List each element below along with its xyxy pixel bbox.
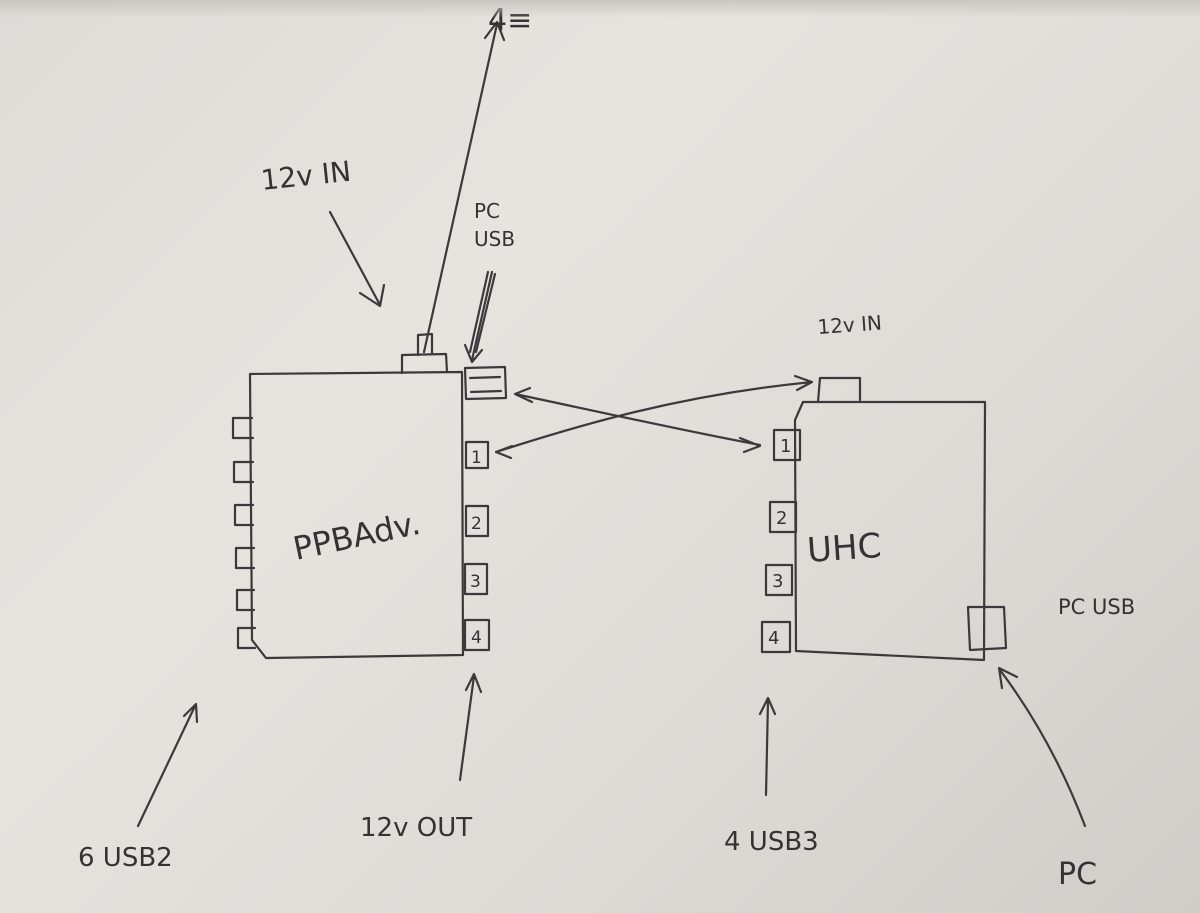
ppb-port-3-frame	[463, 562, 489, 596]
label-pc: PC	[1058, 857, 1097, 892]
usb2-port	[235, 588, 256, 612]
usb2-port	[232, 460, 255, 484]
uhc-port-2-label: 2	[776, 508, 787, 529]
ppb-port-3-label: 3	[470, 572, 481, 592]
uhc-usb3-ports	[760, 428, 802, 654]
arrow-pc-usb-top-shaft	[468, 270, 497, 354]
label-12v-out: 12v OUT	[360, 813, 472, 843]
ppb-usb2-ports	[231, 416, 257, 650]
arrow-12v-out	[458, 672, 483, 782]
usb2-port	[233, 503, 255, 527]
usb2-port	[236, 626, 257, 650]
arrow-4-usb3	[758, 696, 777, 797]
uhc-pc-usb-connector	[966, 605, 1008, 652]
label-12v-in-right: 12v IN	[817, 311, 883, 339]
uhc-12v-in-connector	[816, 376, 862, 404]
arrow-top-to-12v	[422, 20, 506, 354]
ppb-port-1-frame	[464, 440, 490, 470]
ppb-port-4-label: 4	[471, 628, 482, 648]
arrow-pc	[997, 666, 1087, 828]
uhc-name: UHC	[806, 526, 883, 571]
ppb-12v-in-tab	[416, 332, 434, 357]
ppb-box	[248, 370, 465, 660]
uhc-port-3-frame	[764, 563, 794, 597]
ppb-12v-in-connector	[400, 352, 449, 375]
ppb-port-2-label: 2	[471, 514, 482, 534]
ppb-port-4-frame	[463, 618, 491, 652]
link-port1-to-uhc-12v	[494, 374, 814, 460]
usb2-port	[234, 546, 256, 570]
link-pcusb-to-uhc-port1	[513, 386, 762, 454]
arrow-12v-in	[328, 210, 386, 308]
label-pc-top: PC	[474, 199, 500, 223]
label-4-usb3: 4 USB3	[724, 827, 819, 857]
ppb-port-2-frame	[464, 504, 490, 538]
arrow-6-usb2	[136, 702, 199, 828]
ppb-pc-usb-connector	[463, 365, 508, 401]
uhc-port-1-frame	[772, 428, 802, 462]
ppb-port-1-label: 1	[471, 448, 482, 468]
label-12v-in-left: 12v IN	[259, 155, 352, 197]
label-pc-usb-right: PC USB	[1058, 595, 1135, 619]
ppb-output-ports	[463, 440, 491, 652]
uhc-port-1-label: 1	[780, 436, 791, 457]
top-arrow-label: 4≡	[488, 3, 532, 38]
uhc-port-4-label: 4	[768, 628, 779, 649]
arrow-pc-usb-top	[463, 270, 494, 364]
ppb-name: PPBAdv.	[290, 504, 424, 568]
uhc-port-4-frame	[760, 620, 792, 654]
label-6-usb2: 6 USB2	[78, 843, 173, 873]
uhc-port-3-label: 3	[772, 571, 783, 592]
uhc-box	[793, 400, 987, 662]
label-usb-top: USB	[474, 227, 515, 251]
uhc-port-2-frame	[768, 500, 798, 534]
usb2-port	[231, 416, 255, 440]
